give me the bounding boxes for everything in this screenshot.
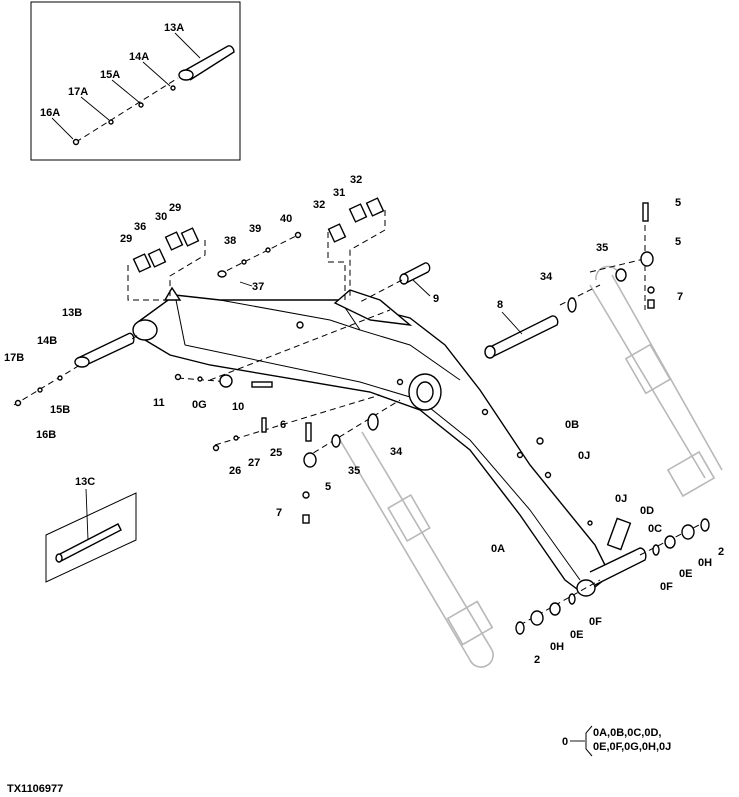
callout-14A: 14A (129, 51, 149, 63)
callout-27: 27 (248, 457, 260, 469)
callout-0A: 0A (491, 543, 505, 555)
shims-left-group (127, 227, 206, 301)
callout-38: 38 (224, 235, 236, 247)
callout-0E-left: 0E (570, 629, 583, 641)
callout-10: 10 (232, 401, 244, 413)
callout-0C: 0C (648, 523, 662, 535)
callout-0E-right: 0E (679, 568, 692, 580)
callout-25: 25 (270, 447, 282, 459)
callout-32-right: 32 (350, 174, 362, 186)
callout-35-right: 35 (596, 242, 608, 254)
diagram-id: TX1106977 (7, 783, 63, 795)
callout-2-left: 2 (534, 654, 540, 666)
callout-0J-upper: 0J (578, 450, 590, 462)
callout-29-left: 29 (120, 233, 132, 245)
callout-40: 40 (280, 213, 292, 225)
callout-7-right: 7 (677, 291, 683, 303)
callout-0B: 0B (565, 419, 579, 431)
callout-0D: 0D (640, 505, 654, 517)
callout-0H-right: 0H (698, 557, 712, 569)
inset-pin-13C (45, 488, 137, 583)
callout-37: 37 (252, 281, 264, 293)
hardware-0G-10-11 (174, 373, 273, 388)
kit-legend (570, 725, 593, 757)
callout-13C: 13C (75, 476, 95, 488)
callout-7-left: 7 (276, 507, 282, 519)
callout-32-left: 32 (313, 199, 325, 211)
pin-9 (359, 262, 431, 303)
callout-0H-left: 0H (550, 641, 564, 653)
legend-line-2: 0E,0F,0G,0H,0J (593, 741, 671, 753)
boom-main-structure (132, 286, 647, 597)
callout-17B: 17B (4, 352, 24, 364)
callout-0G: 0G (192, 399, 207, 411)
callout-2-right: 2 (718, 546, 724, 558)
callout-31: 31 (333, 187, 345, 199)
callout-5-top: 5 (675, 197, 681, 209)
hardware-25-26-27 (212, 417, 267, 452)
callout-11: 11 (153, 397, 165, 409)
callout-15B: 15B (50, 404, 70, 416)
callout-13B: 13B (62, 307, 82, 319)
callout-34-right: 34 (540, 271, 553, 283)
callout-14B: 14B (37, 335, 57, 347)
callout-39: 39 (249, 223, 261, 235)
boom-cylinder-left (339, 431, 494, 668)
callout-34-left: 34 (390, 446, 403, 458)
callout-16B: 16B (36, 429, 56, 441)
callout-5-mid: 5 (675, 236, 681, 248)
callout-17A: 17A (68, 86, 88, 98)
inset-pin-13A (30, 1, 241, 161)
hardware-5-6-7-right (567, 202, 655, 313)
pin-13B (13, 332, 139, 407)
callout-13A: 13A (164, 22, 184, 34)
pin-8 (484, 311, 559, 359)
callout-5-left: 5 (325, 481, 331, 493)
callout-15A: 15A (100, 69, 120, 81)
bolt-37-40 (217, 231, 302, 287)
boom-cylinder-right (589, 265, 723, 498)
callout-8: 8 (497, 299, 503, 311)
legend-key: 0 (562, 736, 568, 748)
callout-30: 30 (155, 211, 167, 223)
shims-right-group (327, 197, 386, 300)
callout-35-left: 35 (348, 465, 360, 477)
hardware-tip-right (587, 518, 710, 556)
callout-29-right: 29 (169, 202, 181, 214)
hardware-5-6-7-left (302, 413, 379, 524)
callout-26: 26 (229, 465, 241, 477)
callout-6: 6 (280, 419, 286, 431)
callout-16A: 16A (40, 107, 60, 119)
callout-0F-left: 0F (589, 616, 602, 628)
callout-0F-right: 0F (660, 581, 673, 593)
hardware-tip-left (515, 593, 576, 635)
callout-9: 9 (433, 293, 439, 305)
legend-line-1: 0A,0B,0C,0D, (593, 727, 661, 739)
callout-36: 36 (134, 221, 146, 233)
callout-0J-lower: 0J (615, 493, 627, 505)
